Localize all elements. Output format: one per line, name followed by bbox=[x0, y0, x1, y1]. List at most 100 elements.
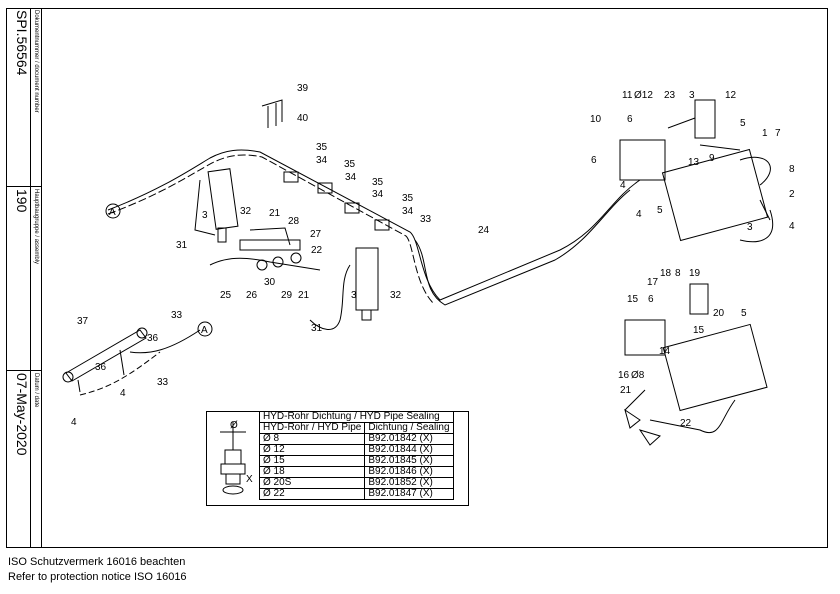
callout-label: 35 bbox=[402, 193, 414, 204]
seal-part-number: B92.01846 (X) bbox=[364, 466, 454, 478]
callout-label: 12 bbox=[725, 90, 737, 101]
callout-label: 5 bbox=[741, 308, 747, 319]
callout-label: 4 bbox=[789, 221, 795, 232]
bracket-28 bbox=[249, 227, 291, 246]
pipe-clamp bbox=[344, 202, 360, 214]
table-row: Ø 18 B92.01846 (X) bbox=[258, 466, 454, 478]
callout-label: 36 bbox=[147, 333, 159, 344]
callout-label: 3 bbox=[202, 210, 208, 221]
sidebar-divider bbox=[6, 370, 42, 371]
table-row: Ø 20S B92.01852 (X) bbox=[258, 477, 454, 489]
table-row: Ø 15 B92.01845 (X) bbox=[258, 455, 454, 467]
callout-label: 3 bbox=[351, 290, 357, 301]
callout-label: 3 bbox=[689, 90, 695, 101]
callout-label: 10 bbox=[590, 114, 602, 125]
callout-label: 32 bbox=[240, 206, 252, 217]
column-header: Dichtung / Sealing bbox=[364, 422, 454, 434]
callout-label: 20 bbox=[713, 308, 725, 319]
callout-label: 35 bbox=[344, 159, 356, 170]
drawing-frame bbox=[6, 8, 828, 548]
hose bbox=[624, 389, 736, 434]
fitting bbox=[290, 252, 302, 264]
pipe-clamp bbox=[317, 182, 333, 194]
diameter-symbol: Ø bbox=[230, 420, 238, 431]
callout-label: 24 bbox=[478, 225, 490, 236]
pipe-clamp bbox=[374, 219, 390, 231]
callout-label: 27 bbox=[310, 229, 322, 240]
table-title: HYD-Rohr Dichtung / HYD Pipe Sealing bbox=[259, 411, 454, 423]
callout-label: 8 bbox=[789, 164, 795, 175]
cylinder-rod bbox=[217, 227, 227, 243]
hose bbox=[77, 329, 201, 393]
pipe-sealing-icon bbox=[220, 422, 246, 495]
table-row: Ø 22 B92.01847 (X) bbox=[258, 488, 454, 500]
callout-label: 21 bbox=[269, 208, 281, 219]
title-block-sidebar: SPI.56564 Dokumentnummer / document numb… bbox=[6, 8, 42, 548]
callout-label: 1 bbox=[762, 128, 768, 139]
sidebar-inner-line bbox=[30, 8, 31, 548]
seal-marker-x: X bbox=[246, 474, 253, 485]
callout-label: 28 bbox=[288, 216, 300, 227]
cylinder-eye bbox=[136, 327, 148, 339]
fitting bbox=[272, 256, 284, 268]
pipe-clamp bbox=[283, 171, 299, 183]
callout-label: 34 bbox=[372, 189, 384, 200]
callout-label: 22 bbox=[311, 245, 323, 256]
callout-label: 30 bbox=[264, 277, 276, 288]
seal-part-number: B92.01845 (X) bbox=[364, 455, 454, 467]
callout-label: 7 bbox=[775, 128, 781, 139]
callout-label: 40 bbox=[297, 113, 309, 124]
callout-label: 15 bbox=[693, 325, 705, 336]
pipe-diameter: Ø 18 bbox=[258, 466, 366, 478]
pipe-diameter: Ø 20S bbox=[258, 477, 366, 489]
callout-label: A bbox=[201, 325, 208, 336]
callout-label: 15 bbox=[627, 294, 639, 305]
callout-label: 22 bbox=[680, 418, 692, 429]
callout-label: 33 bbox=[157, 377, 169, 388]
valve-12 bbox=[694, 99, 716, 139]
hose bbox=[309, 264, 351, 330]
seal-part-number: B92.01847 (X) bbox=[364, 488, 454, 500]
callout-label: 6 bbox=[648, 294, 654, 305]
callout-label: 23 bbox=[664, 90, 676, 101]
callout-label: 6 bbox=[627, 114, 633, 125]
callout-label: 4 bbox=[120, 388, 126, 399]
table-row: Ø 12 B92.01844 (X) bbox=[258, 444, 454, 456]
pipe-line bbox=[107, 154, 435, 305]
cylinder-rod bbox=[361, 309, 372, 321]
pipe-diameter: Ø 15 bbox=[258, 455, 366, 467]
callout-label: 34 bbox=[402, 206, 414, 217]
callout-label: 25 bbox=[220, 290, 232, 301]
pipe-line bbox=[414, 189, 631, 306]
column-header: HYD-Rohr / HYD Pipe bbox=[258, 422, 366, 434]
protection-notice-de: ISO Schutzvermerk 16016 beachten bbox=[8, 556, 186, 568]
hose bbox=[194, 179, 216, 236]
fitting bbox=[256, 259, 268, 271]
valve-block-14 bbox=[624, 319, 666, 356]
callout-label: 36 bbox=[95, 362, 107, 373]
callout-label: 31 bbox=[311, 323, 323, 334]
callout-label: 21 bbox=[620, 385, 632, 396]
callout-label: 32 bbox=[390, 290, 402, 301]
callout-label: 4 bbox=[620, 180, 626, 191]
callout-label: 17 bbox=[647, 277, 659, 288]
callout-label: 11 bbox=[622, 90, 633, 101]
callout-label: Ø12 bbox=[634, 90, 653, 101]
callout-label: 21 bbox=[298, 290, 310, 301]
callout-label: 5 bbox=[657, 205, 663, 216]
table-row: Ø 8 B92.01842 (X) bbox=[258, 433, 454, 445]
seal-part-number: B92.01844 (X) bbox=[364, 444, 454, 456]
callout-label: 8 bbox=[675, 268, 681, 279]
callout-label: 35 bbox=[316, 142, 328, 153]
seal-part-number: B92.01842 (X) bbox=[364, 433, 454, 445]
hose bbox=[667, 117, 771, 221]
callout-label: 34 bbox=[345, 172, 357, 183]
fitting-21 bbox=[624, 408, 641, 429]
bracket bbox=[239, 239, 301, 251]
callout-label: 14 bbox=[659, 346, 671, 357]
fitting-22 bbox=[638, 429, 661, 446]
callout-label: 39 bbox=[297, 83, 309, 94]
hose bbox=[209, 257, 321, 271]
hydraulic-cylinder bbox=[355, 247, 379, 311]
